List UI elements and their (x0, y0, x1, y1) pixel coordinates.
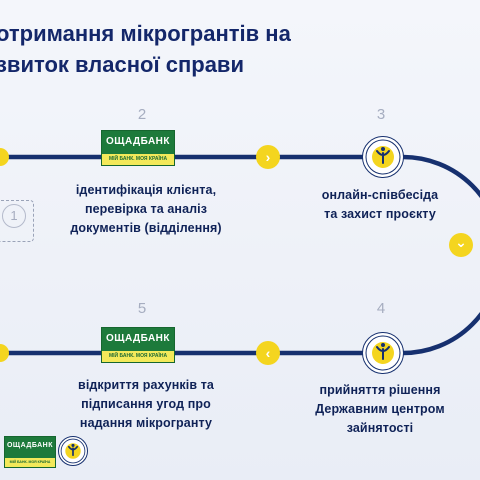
step-3-label: онлайн-співбесіда та захист проєкту (300, 186, 460, 224)
step-4-number: 4 (376, 300, 386, 317)
step-2-line-2: перевірка та аналіз (84, 202, 208, 216)
step-5-line-1: відкриття рахунків та (78, 378, 214, 392)
bank-logo-step-2: ОЩАДБАНК МІЙ БАНК. МОЯ КРАЇНА (101, 130, 175, 166)
step-5-line-2: підписання угод про (81, 397, 211, 411)
step-5-label: відкриття рахунків та підписання угод пр… (60, 376, 232, 433)
footer-employment-emblem (58, 436, 88, 466)
step-1-card (0, 200, 34, 242)
bank-logo-slogan: МІЙ БАНК. МОЯ КРАЇНА (102, 351, 174, 362)
step-2-label: ідентифікація клієнта, перевірка та анал… (58, 181, 234, 238)
employment-emblem-icon (365, 139, 401, 175)
title-line-1: отримання мікрогрантів на (0, 21, 291, 46)
bank-logo-slogan: МІЙ БАНК. МОЯ КРАЇНА (5, 458, 55, 467)
step-2-line-3: документів (відділення) (70, 221, 222, 235)
footer-bank-logo: ОЩАДБАНК МІЙ БАНК. МОЯ КРАЇНА (4, 436, 56, 468)
step-3-number: 3 (376, 106, 386, 123)
arrow-left-icon: ‹ (256, 341, 280, 365)
step-4-line-1: прийняття рішення (319, 383, 441, 397)
bank-logo-name: ОЩАДБАНК (6, 442, 54, 449)
track-start-dot (0, 148, 9, 166)
step-2-number: 2 (137, 106, 147, 123)
title-line-2: звиток власної справи (0, 52, 244, 77)
step-4-line-3: зайнятості (346, 421, 414, 435)
bank-logo-name: ОЩАДБАНК (105, 333, 171, 344)
arrow-down-icon: ⌄ (449, 233, 473, 257)
page-title: отримання мікрогрантів на звиток власної… (0, 18, 466, 80)
step-5-line-3: надання мікрогранту (79, 416, 213, 430)
step-1-number: 1 (2, 204, 26, 228)
step-5-number: 5 (137, 300, 147, 317)
step-2-line-1: ідентифікація клієнта, (75, 183, 217, 197)
step-3-line-1: онлайн-співбесіда (321, 188, 439, 202)
employment-center-emblem-step-3 (362, 136, 404, 178)
employment-center-emblem-step-4 (362, 332, 404, 374)
arrow-right-icon: › (256, 145, 280, 169)
bank-logo-slogan: МІЙ БАНК. МОЯ КРАЇНА (102, 154, 174, 165)
step-4-label: прийняття рішення Державним центром зайн… (296, 381, 464, 438)
bank-logo-name: ОЩАДБАНК (105, 136, 171, 147)
employment-emblem-icon (60, 438, 86, 464)
track-end-dot (0, 344, 9, 362)
bank-logo-step-5: ОЩАДБАНК МІЙ БАНК. МОЯ КРАЇНА (101, 327, 175, 363)
employment-emblem-icon (365, 335, 401, 371)
step-4-line-2: Державним центром (315, 402, 445, 416)
step-3-line-2: та захист проєкту (324, 207, 436, 221)
